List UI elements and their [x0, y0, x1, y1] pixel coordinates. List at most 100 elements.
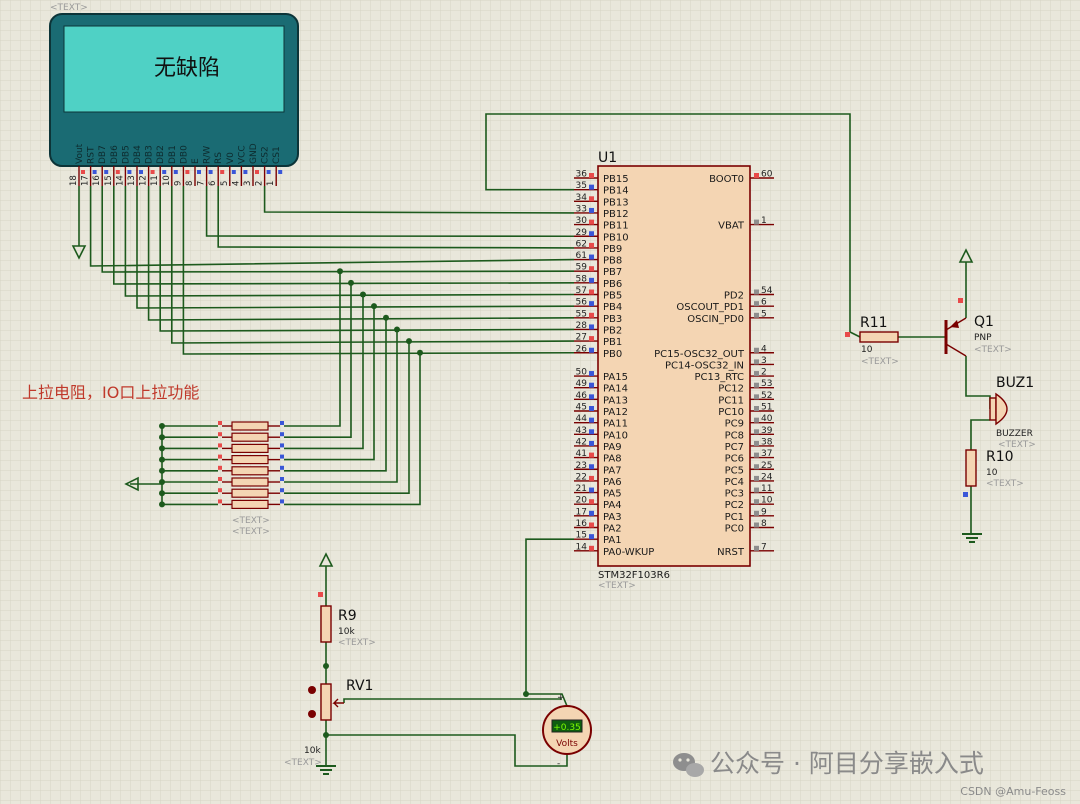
lcd-pin-number: 7 [197, 181, 207, 186]
lcd-pin-number: 6 [208, 181, 218, 186]
mcu-pin-name: PA12 [603, 407, 628, 418]
mcu-pin-number: 37 [761, 449, 772, 459]
buzzer-horn-icon [995, 392, 1008, 426]
lcd-pin-number: 8 [185, 181, 195, 186]
wire [89, 186, 575, 267]
mcu-pin-name: NRST [717, 547, 745, 558]
mcu-pin-marker [754, 289, 759, 295]
r11-ref: R11 [860, 315, 888, 331]
lcd-pin-marker [127, 170, 132, 174]
wire [147, 186, 575, 321]
mcu-pin-number: 10 [761, 496, 773, 506]
mcu-pin-name: PA0-WKUP [603, 547, 654, 558]
mcu-pin-number: 7 [761, 542, 767, 552]
mcu-pin-number: 26 [576, 344, 588, 354]
lcd-screen [63, 25, 285, 113]
mcu-pin-marker [754, 347, 759, 353]
wire [284, 306, 375, 461]
mcu-pin-number: 20 [576, 496, 588, 506]
buzzer-body [989, 397, 997, 421]
mcu-u1[interactable]: U1 PB1536PB1435PB1334PB1233PB1130PB1029P… [574, 150, 774, 591]
mcu-pin-number: 43 [576, 426, 587, 436]
lcd-pin-marker [220, 170, 225, 174]
lcd-pin-label: Vout [75, 143, 85, 164]
rv1-adjust-down[interactable] [308, 710, 316, 718]
mcu-pin-marker [754, 487, 759, 493]
lcd-pin-number: 13 [127, 175, 137, 186]
rpack-text-tag-2: <TEXT> [232, 527, 270, 537]
lcd-pin-label: DB7 [98, 145, 108, 164]
r11-value: 10 [861, 345, 873, 355]
lcd-pin-label: DB5 [121, 145, 131, 164]
wire [284, 294, 364, 450]
mcu-pin-marker [754, 312, 759, 318]
voltmeter[interactable]: +0.35 Volts + - [542, 693, 592, 769]
lcd-display-text: 无缺陷 [154, 56, 220, 81]
mcu-pin-number: 25 [761, 461, 772, 471]
wire-junction [159, 423, 165, 429]
buzzer-buz1[interactable]: BUZ1 BUZZER <TEXT> [989, 375, 1036, 450]
rpack-resistor [231, 455, 269, 465]
lcd-module[interactable]: <TEXT> 无缺陷 Vout18RST17DB716DB615DB514DB4… [49, 3, 299, 186]
power-terminal-q1 [958, 248, 974, 263]
lcd-pin-number: 12 [139, 175, 149, 186]
pullup-resistor-pack[interactable]: <TEXT> <TEXT> [218, 421, 284, 537]
mcu-pin-number: 27 [576, 333, 587, 343]
q1-value: PNP [974, 333, 992, 343]
mcu-body [597, 165, 751, 567]
buz1-value: BUZZER [996, 429, 1033, 439]
wire [263, 186, 575, 214]
r10-text-tag: <TEXT> [986, 479, 1024, 489]
transistor-q1[interactable]: Q1 PNP <TEXT> [944, 298, 1012, 357]
rv1-value: 10k [304, 746, 321, 756]
mcu-pin-name: PD2 [724, 291, 744, 302]
mcu-pin-name: PC6 [725, 454, 744, 465]
mcu-pin-marker [589, 301, 594, 307]
mcu-text-tag: <TEXT> [598, 581, 636, 591]
r9-body [320, 605, 332, 643]
mcu-pin-name: PA2 [603, 524, 622, 535]
rpack-pin-marker [218, 488, 222, 493]
mcu-pin-marker [754, 301, 759, 307]
mcu-pin-number: 17 [576, 507, 587, 517]
buz1-text-tag: <TEXT> [998, 440, 1036, 450]
r10-pin-marker [963, 492, 968, 497]
mcu-pin-marker [589, 196, 594, 202]
wire [970, 419, 990, 450]
rpack-resistor [231, 421, 269, 431]
r10-body [965, 449, 977, 487]
mcu-pin-number: 54 [761, 286, 773, 296]
resistor-r11[interactable]: R11 10 <TEXT> [845, 315, 899, 367]
wire [284, 329, 398, 483]
mcu-pin-name: PB14 [603, 186, 629, 197]
rv1-adjust-up[interactable] [308, 686, 316, 694]
wire [159, 186, 575, 332]
mcu-pin-name: PA11 [603, 419, 628, 430]
mcu-pin-number: 3 [761, 356, 767, 366]
rpack-pin-marker [218, 465, 222, 470]
mcu-pin-number: 60 [761, 170, 773, 180]
resistor-r9[interactable]: R9 10k <TEXT> [318, 592, 376, 648]
wire [284, 341, 410, 495]
potentiometer-rv1[interactable]: RV1 10k <TEXT> [284, 678, 373, 768]
mcu-pin-number: 30 [576, 216, 588, 226]
voltmeter-display [551, 719, 583, 733]
r11-text-tag: <TEXT> [861, 357, 899, 367]
resistor-r10[interactable]: R10 10 <TEXT> [963, 449, 1024, 497]
wire [217, 186, 575, 249]
rpack-pin-marker [280, 421, 284, 425]
mcu-pin-name: PA10 [603, 430, 628, 441]
r9-text-tag: <TEXT> [338, 638, 376, 648]
mcu-pin-name: PA4 [603, 500, 622, 511]
wire [171, 186, 575, 344]
mcu-pin-name: PB5 [603, 291, 622, 302]
mcu-pin-name: PA3 [603, 512, 622, 523]
lcd-pin-marker [173, 170, 178, 174]
mcu-pin-number: 15 [576, 531, 587, 541]
wire [485, 113, 861, 338]
mcu-pin-name: PA6 [603, 477, 622, 488]
mcu-pin-name: PC9 [725, 419, 744, 430]
mcu-pin-marker [589, 429, 594, 435]
csdn-credit: CSDN @Amu-Feoss [960, 785, 1066, 798]
